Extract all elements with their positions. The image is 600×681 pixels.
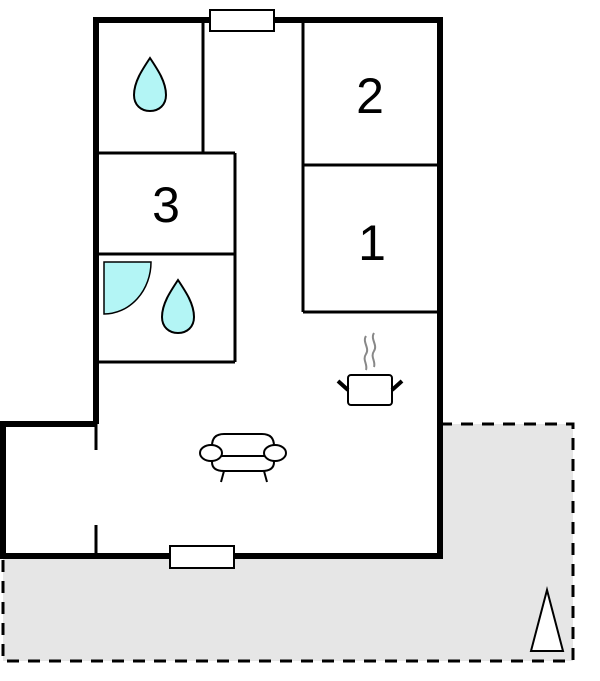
shower-icon	[103, 261, 152, 315]
room-label-1: 1	[358, 215, 386, 271]
water-drop-icon	[160, 278, 196, 335]
interior-walls	[94, 20, 440, 556]
room-label-2: 2	[356, 68, 384, 124]
exterior-walls	[0, 17, 443, 559]
terrace-area	[1, 422, 575, 663]
cooking-pot-icon	[336, 332, 404, 406]
sofa-icon	[199, 433, 287, 483]
window-bottom	[169, 545, 235, 569]
water-drop-icon	[132, 56, 168, 113]
window-top	[209, 9, 275, 32]
room-label-3: 3	[152, 177, 180, 233]
north-arrow-icon	[529, 586, 565, 652]
